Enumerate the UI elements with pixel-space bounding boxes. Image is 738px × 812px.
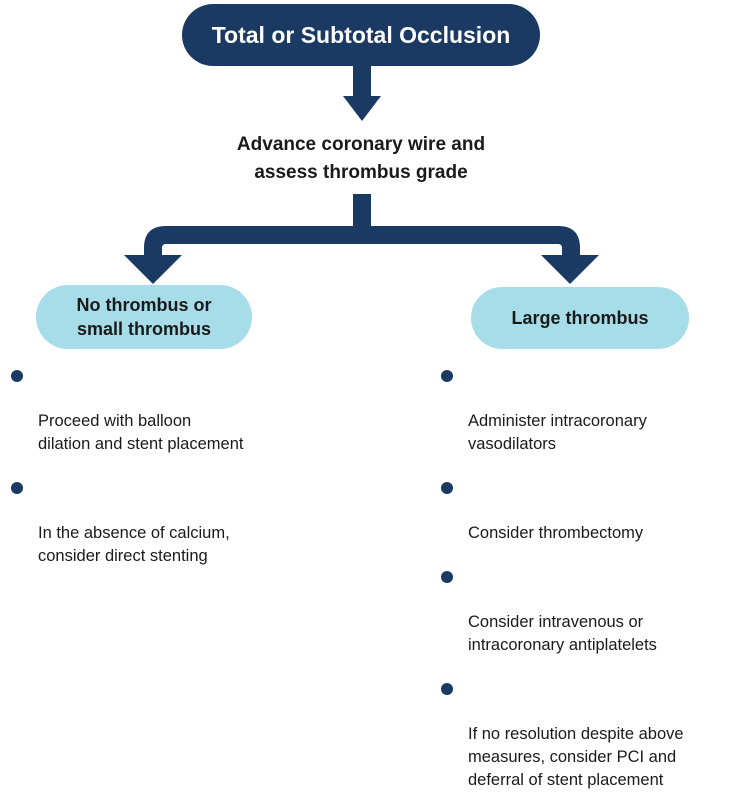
bullet-text: In the absence of calcium, consider dire…: [38, 524, 230, 565]
wire-step-line1: Advance coronary wire and: [236, 134, 486, 155]
left-bullet-list: Proceed with balloon dilation and stent …: [10, 364, 310, 588]
flow-arrows: [124, 66, 599, 284]
bullet-text: If no resolution despite above measures,…: [468, 725, 684, 789]
bullet-dot: [11, 370, 23, 382]
list-item: If no resolution despite above measures,…: [440, 677, 736, 792]
list-item: In the absence of calcium, consider dire…: [10, 476, 310, 568]
bullet-dot: [441, 482, 453, 494]
large-thrombus-box: Large thrombus: [471, 287, 689, 349]
bullet-dot: [441, 370, 453, 382]
list-item: Consider intravenous or intracoronary an…: [440, 565, 736, 657]
arrow-head-right: [541, 255, 599, 284]
large-thrombus-label: Large thrombus: [511, 308, 649, 328]
list-item: Proceed with balloon dilation and stent …: [10, 364, 310, 456]
bullet-text: Administer intracoronary vasodilators: [468, 412, 647, 453]
bullet-dot: [441, 571, 453, 583]
bullet-text: Proceed with balloon dilation and stent …: [38, 412, 244, 453]
list-item: Administer intracoronary vasodilators: [440, 364, 736, 456]
split-stem: [353, 194, 371, 230]
bullet-dot: [11, 482, 23, 494]
no-thrombus-line1: No thrombus or: [76, 295, 212, 315]
right-bullet-list: Administer intracoronary vasodilators Co…: [440, 364, 736, 812]
bullet-text: Consider thrombectomy: [468, 524, 644, 542]
arrow-head-left: [124, 255, 182, 284]
bullet-text: Consider intravenous or intracoronary an…: [468, 613, 657, 654]
wire-step-line2: assess thrombus grade: [254, 162, 468, 183]
split-branch-line: [144, 226, 580, 256]
list-item: Consider thrombectomy: [440, 476, 736, 545]
arrow-shaft-top: [353, 66, 371, 96]
no-thrombus-box: No thrombus or small thrombus: [36, 285, 252, 349]
no-thrombus-line2: small thrombus: [76, 319, 212, 339]
bullet-dot: [441, 683, 453, 695]
arrow-head-top: [343, 96, 381, 121]
occlusion-box: Total or Subtotal Occlusion: [182, 4, 540, 66]
wire-step-text: Advance coronary wire and assess thrombu…: [190, 131, 532, 187]
